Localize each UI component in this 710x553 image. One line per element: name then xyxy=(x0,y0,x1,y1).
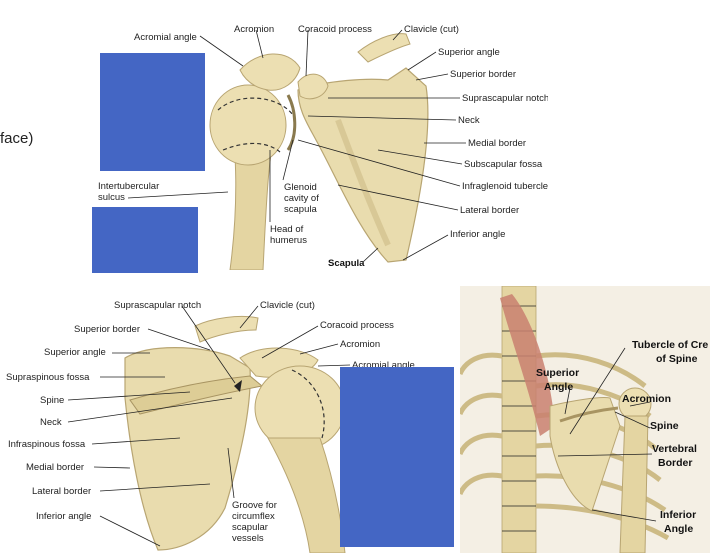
label-acromion: Acromion xyxy=(234,24,274,35)
label-right-acromion: Acromion xyxy=(622,393,671,405)
label-of-spine: of Spine xyxy=(656,353,698,365)
anterior-scapula-panel: Acromial angle Acromion Coracoid process… xyxy=(88,10,548,270)
label-medial-border: Medial border xyxy=(468,138,526,149)
right-leader-lines xyxy=(557,347,657,522)
humerus-head xyxy=(209,84,287,166)
bottom-leader-lines xyxy=(67,305,351,547)
label-clavicle-cut: Clavicle (cut) xyxy=(404,24,459,35)
label-infraglenoid-tubercle: Infraglenoid tubercle xyxy=(462,181,548,192)
hidden-label-box-1 xyxy=(100,53,205,171)
label-bottom-coracoid-process: Coracoid process xyxy=(320,320,394,331)
levator-muscle xyxy=(500,294,555,436)
label-right-inferior-angle: Angle xyxy=(664,523,693,535)
label-intertubercular: Intertubercular xyxy=(98,181,159,192)
posterior-humerus-shaft xyxy=(267,437,346,553)
label-sulcus: sulcus xyxy=(98,192,125,203)
label-coracoid-process: Coracoid process xyxy=(298,24,372,35)
label-neck: Neck xyxy=(458,115,480,126)
label-acromial-angle: Acromial angle xyxy=(134,32,197,43)
label-head-of: Head of xyxy=(270,224,304,235)
label-lateral-border: Lateral border xyxy=(460,205,519,216)
hidden-label-box-2 xyxy=(92,207,198,273)
notch-marker xyxy=(234,380,242,392)
top-leader-lines xyxy=(127,29,466,263)
label-right-angle: Angle xyxy=(544,381,573,393)
label-bottom-infraspinous-fossa: Infraspinous fossa xyxy=(8,439,86,450)
label-bottom-neck: Neck xyxy=(40,417,62,428)
label-scapula-title: Scapula xyxy=(328,258,365,269)
torso-humerus-shaft xyxy=(619,415,649,553)
posterior-torso-panel: Tubercle of Cre of Spine Superior Angle … xyxy=(460,286,710,553)
torso-scapular-spine xyxy=(559,406,619,423)
label-bottom-superior-angle: Superior angle xyxy=(44,347,106,358)
posterior-humerus-outline xyxy=(291,369,325,439)
label-bottom-lateral-border: Lateral border xyxy=(32,486,91,497)
label-humerus: humerus xyxy=(270,235,307,246)
humerus-head-outline xyxy=(217,97,294,116)
label-bottom-superior-border: Superior border xyxy=(74,324,140,335)
label-right-inferior: Inferior xyxy=(660,509,696,521)
posterior-scapula-illustration: Suprascapular notch Clavicle (cut) Super… xyxy=(6,300,415,553)
acromion-shape xyxy=(239,53,301,91)
label-glenoid-1: Glenoid xyxy=(284,182,317,193)
label-superior-angle: Superior angle xyxy=(438,47,500,58)
glenoid-rim xyxy=(286,94,297,151)
label-bottom-clavicle-cut: Clavicle (cut) xyxy=(260,300,315,311)
hidden-label-box-3 xyxy=(340,367,454,547)
label-bottom-medial-border: Medial border xyxy=(26,462,84,473)
anterior-scapula-illustration: Acromial angle Acromion Coracoid process… xyxy=(98,24,548,270)
label-glenoid-3: scapula xyxy=(284,204,317,215)
coracoid-shape xyxy=(297,73,329,100)
label-suprascapular-notch: Suprascapular notch xyxy=(462,93,548,104)
label-inferior-angle: Inferior angle xyxy=(450,229,505,240)
posterior-humerus-head xyxy=(254,365,346,451)
label-bottom-inferior-angle: Inferior angle xyxy=(36,511,91,522)
label-vertebral: Vertebral xyxy=(652,443,697,455)
label-bottom-acromial-angle: Acromial angle xyxy=(352,360,415,371)
label-tubercle-of-crest: Tubercle of Cre xyxy=(632,339,708,351)
label-groove-3: scapular xyxy=(232,522,268,533)
label-subscapular-fossa: Subscapular fossa xyxy=(464,159,543,170)
label-groove-4: vessels xyxy=(232,533,264,544)
label-bottom-suprascapular-notch: Suprascapular notch xyxy=(114,300,201,311)
label-right-spine: Spine xyxy=(650,420,679,432)
label-border: Border xyxy=(658,457,692,469)
posterior-torso-illustration: Tubercle of Cre of Spine Superior Angle … xyxy=(460,286,710,553)
scapula-ridge xyxy=(335,118,391,247)
torso-scapula xyxy=(549,397,621,512)
label-glenoid-2: cavity of xyxy=(284,193,319,204)
clavicle-cut-shape xyxy=(357,33,411,63)
label-groove-2: circumflex xyxy=(232,511,275,522)
label-right-superior: Superior xyxy=(536,367,579,379)
posterior-clavicle-shape xyxy=(194,315,259,343)
posterior-scapula-panel: Suprascapular notch Clavicle (cut) Super… xyxy=(0,288,460,553)
label-bottom-spine: Spine xyxy=(40,395,64,406)
label-superior-border: Superior border xyxy=(450,69,516,80)
label-bottom-acromion: Acromion xyxy=(340,339,380,350)
label-groove-1: Groove for xyxy=(232,500,277,511)
label-bottom-supraspinous-fossa: Supraspinous fossa xyxy=(6,372,90,383)
cut-off-text-fragment: face) xyxy=(0,130,34,147)
